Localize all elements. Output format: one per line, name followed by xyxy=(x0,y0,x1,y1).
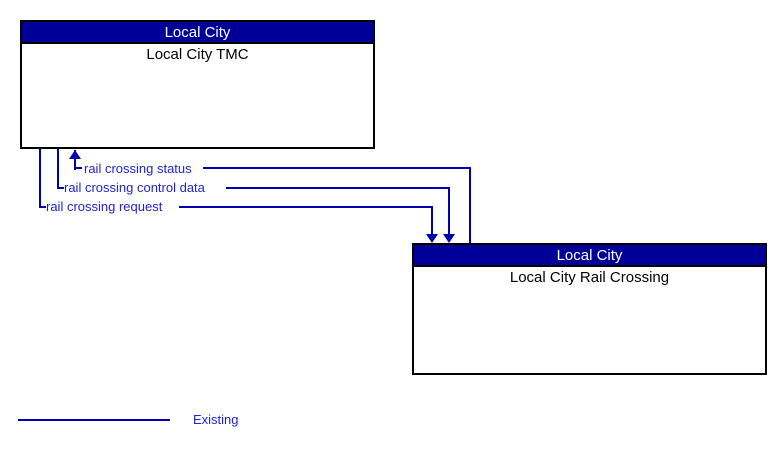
connector-line xyxy=(39,206,46,208)
entity-title: Local City TMC xyxy=(146,46,249,63)
connector-line xyxy=(203,167,471,169)
connector-line xyxy=(74,150,76,170)
legend-line xyxy=(18,419,170,421)
connector-line xyxy=(57,187,64,189)
arrow-down-icon xyxy=(426,234,438,243)
legend-label-existing: Existing xyxy=(193,412,239,427)
connector-line xyxy=(469,167,471,243)
connector-line xyxy=(74,167,82,169)
connector-line xyxy=(431,206,433,236)
connector-line xyxy=(39,149,41,208)
flow-label-rail-crossing-control-data[interactable]: rail crossing control data xyxy=(64,180,205,195)
entity-box-local-city-rail-crossing[interactable]: Local City Local City Rail Crossing xyxy=(412,243,767,375)
connector-line xyxy=(57,149,59,189)
flow-label-rail-crossing-status[interactable]: rail crossing status xyxy=(84,161,192,176)
flow-label-rail-crossing-request[interactable]: rail crossing request xyxy=(46,199,163,214)
entity-group-header: Local City xyxy=(22,22,373,44)
entity-box-local-city-tmc[interactable]: Local City Local City TMC xyxy=(20,20,375,149)
entity-group-header: Local City xyxy=(414,245,765,267)
connector-line xyxy=(179,206,433,208)
connector-line xyxy=(226,187,450,189)
entity-title: Local City Rail Crossing xyxy=(509,269,670,286)
connector-line xyxy=(448,187,450,236)
arrow-down-icon xyxy=(443,234,455,243)
